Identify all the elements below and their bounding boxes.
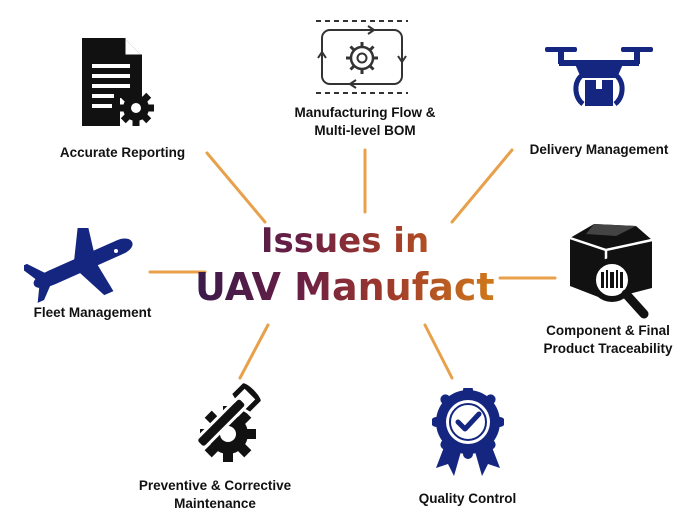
drone-package-icon [545,47,653,106]
wrench-gear-icon [195,380,264,462]
label-manufacturing-flow-line2: Multi-level BOM [314,123,416,138]
label-fleet-management: Fleet Management [33,305,152,320]
process-cycle-icon [316,20,408,94]
label-traceability-line1: Component & Final [546,323,670,338]
connector-accurate-reporting [205,151,267,224]
label-maintenance-line2: Maintenance [174,496,256,511]
connector-quality-control [423,323,454,380]
label-traceability-line2: Product Traceability [543,341,673,356]
label-quality-control: Quality Control [418,491,517,506]
label-maintenance-line1: Preventive & Corrective [138,478,292,493]
label-manufacturing-flow-line1: Manufacturing Flow & [294,105,436,120]
center-title-line2: UAV Manufacturing [195,265,608,309]
award-ribbon-icon [432,388,504,476]
label-delivery-management: Delivery Management [529,142,669,157]
connector-delivery-management [450,148,514,224]
center-title-line1: Issues in [195,224,495,258]
airplane-icon [24,228,133,303]
label-accurate-reporting: Accurate Reporting [59,145,186,160]
connector-maintenance [238,323,270,380]
document-gear-icon [82,38,154,126]
box-magnifier-icon [569,224,653,319]
